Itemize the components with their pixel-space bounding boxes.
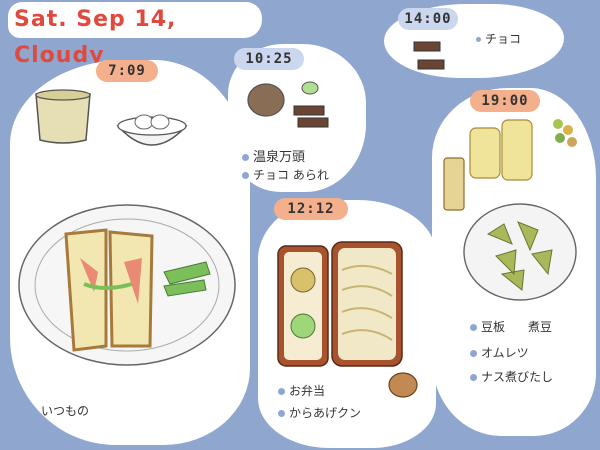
bullet-icon	[242, 172, 249, 179]
snack-1025-time-badge: 10:25	[234, 48, 304, 70]
karaage-drawing	[388, 372, 418, 398]
bullet-icon	[242, 154, 249, 161]
dinner-item: オムレツ	[470, 344, 529, 361]
dinner-time-badge: 19:00	[470, 90, 540, 112]
dinner-dishes-drawing	[443, 119, 577, 301]
bullet-icon	[470, 350, 477, 357]
bullet-icon	[470, 374, 477, 381]
bullet-icon	[476, 37, 481, 42]
sandwich-plate-drawing	[18, 204, 236, 366]
manju-and-chocolate-drawing	[247, 81, 329, 128]
bullet-icon	[278, 410, 285, 417]
dinner-item: ナス煮びたし	[470, 368, 553, 385]
chocolate-drawing	[413, 41, 445, 70]
dinner-item: 煮豆	[528, 320, 553, 334]
bullet-icon	[278, 388, 285, 395]
snack-1400-item: チョコ	[476, 30, 521, 47]
coffee-cup-drawing	[35, 89, 91, 144]
yogurt-bowl-drawing	[116, 114, 188, 146]
bento-box-drawing	[277, 241, 403, 367]
lunch-item: からあげクン	[278, 404, 361, 421]
page-title: Sat. Sep 14, Cloudy	[8, 2, 262, 68]
bullet-icon	[470, 324, 477, 331]
lunch-time-badge: 12:12	[274, 198, 348, 220]
bullet-icon	[30, 408, 37, 415]
snack-1025-item: 温泉万頭	[242, 146, 305, 165]
dinner-item: 豆板	[470, 318, 505, 335]
snack-1400-time-badge: 14:00	[398, 8, 458, 30]
lunch-item: お弁当	[278, 382, 325, 399]
snack-1025-item: チョコ あられ	[242, 166, 329, 183]
breakfast-time-badge: 7:09	[96, 60, 158, 82]
breakfast-item: いつもの	[30, 402, 89, 419]
